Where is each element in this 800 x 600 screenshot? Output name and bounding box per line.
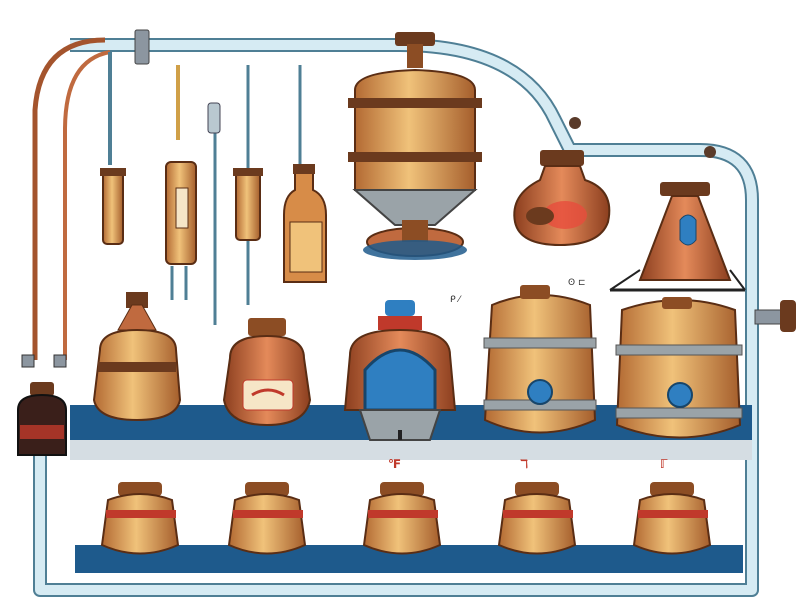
ceramic-jug-icon — [513, 150, 611, 247]
vial-1 — [100, 168, 126, 245]
cask-1 — [100, 482, 180, 555]
mark-4: ℸ — [520, 457, 528, 471]
hanging-vials — [100, 161, 327, 300]
mark-5: ℾ — [660, 457, 668, 471]
cask-4 — [497, 482, 577, 555]
wooden-barrel-2 — [615, 297, 743, 439]
valve-icon — [569, 117, 581, 129]
cask-2 — [227, 482, 307, 555]
copper-tube-right — [63, 50, 111, 360]
distillation-pot-icon — [348, 32, 482, 260]
small-cask-icon — [92, 292, 182, 422]
bottom-casks — [100, 482, 712, 555]
copper-funnel — [609, 182, 746, 292]
side-bottle — [17, 354, 67, 456]
ceramic-jug-2 — [222, 318, 312, 427]
cask-5 — [632, 482, 712, 555]
hanging-tubes — [108, 52, 302, 325]
mark-1: ʘ ⊏ — [568, 278, 586, 288]
top-valve-icon — [134, 29, 150, 65]
mark-3: ℉ — [388, 457, 401, 471]
pipe-network — [32, 29, 796, 597]
water-still — [343, 300, 457, 441]
copper-tube-left — [32, 37, 106, 360]
cask-3 — [362, 482, 442, 555]
mark-2: ᑭ ⁄ — [450, 295, 463, 305]
wooden-barrel-icon — [483, 285, 597, 434]
vial-2 — [165, 161, 197, 300]
vial-3 — [233, 168, 263, 241]
bottle-icon — [283, 164, 327, 283]
